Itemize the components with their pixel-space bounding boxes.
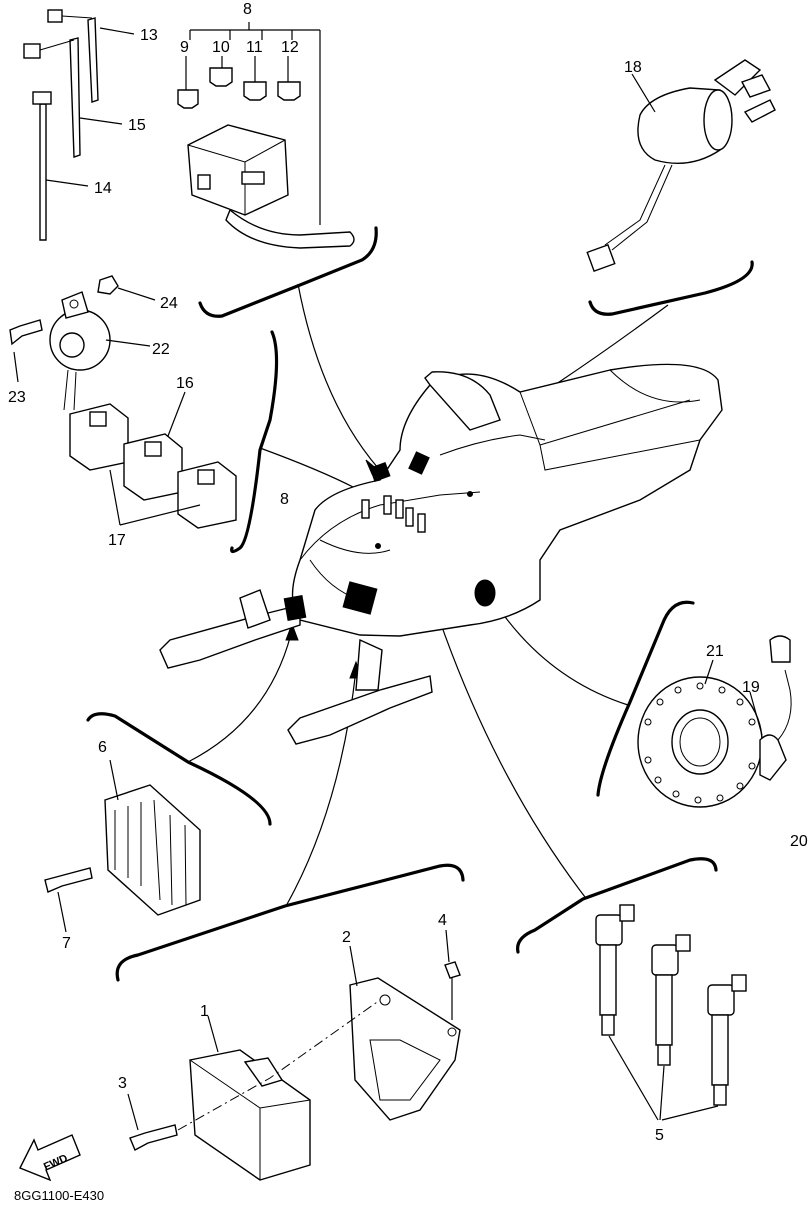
label-15: 15 (128, 117, 146, 134)
fuse-11 (243, 81, 267, 101)
label-5: 5 (655, 1127, 664, 1144)
fuse-9 (177, 89, 199, 109)
group-frames (86, 226, 754, 982)
label-17: 17 (108, 532, 126, 549)
callout-numbers: 8 9 10 11 12 13 15 14 18 24 22 23 16 17 … (8, 1, 808, 1144)
leader-pickup-to-vehicle (499, 609, 629, 706)
right-ski (287, 675, 433, 745)
label-4: 4 (438, 912, 447, 929)
bolt-23 (9, 319, 43, 346)
leader-relay-to-vehicle (259, 447, 356, 489)
label-23: 23 (8, 389, 26, 406)
fwd-arrow: FWD (19, 1134, 81, 1182)
fuse-box (187, 124, 289, 216)
label-7: 7 (62, 935, 71, 952)
cdi-assy (127, 929, 461, 1181)
fuse-harness (225, 208, 355, 249)
connector-rectifier (283, 595, 307, 621)
main-switch-assy (586, 59, 776, 273)
label-8-top: 8 (243, 1, 252, 18)
cdi-unit-1 (189, 1049, 311, 1181)
frame-fuse-group (198, 226, 378, 318)
label-3: 3 (118, 1075, 127, 1092)
band-parts (23, 9, 135, 241)
relay-assy (69, 391, 237, 529)
drawing-code: 8GG1100-E430 (14, 1188, 104, 1203)
band-15 (69, 37, 81, 158)
arrow-head (285, 622, 299, 641)
label-1: 1 (200, 1003, 209, 1020)
bolt-7 (44, 867, 93, 893)
frame-plug-caps (516, 857, 718, 954)
seat-side (539, 439, 701, 471)
harness-branch-2 (319, 539, 391, 554)
label-22: 22 (152, 341, 170, 358)
frame-coil-relay (230, 330, 279, 554)
label-14: 14 (94, 180, 112, 197)
fuses-on-vehicle (361, 495, 426, 533)
band-13 (87, 17, 99, 103)
seat-top (609, 369, 701, 403)
label-11: 11 (246, 39, 263, 56)
bracket-2 (349, 977, 461, 1121)
coil-assy (9, 275, 156, 411)
connector-pickup (474, 579, 496, 607)
label-12: 12 (281, 39, 299, 56)
leader-rectifier-to-vehicle (187, 629, 293, 763)
rectifier-assy (44, 759, 201, 933)
label-16: 16 (176, 375, 194, 392)
body-shell (291, 363, 723, 637)
plug-cap-b (651, 934, 691, 1066)
band-14 (39, 103, 47, 241)
rotor-holes (644, 682, 756, 804)
pickup-assy (637, 635, 792, 808)
band-13-head (47, 9, 63, 23)
label-21: 21 (706, 643, 724, 660)
connector-fuse-box (369, 462, 391, 482)
switch-coupler (586, 243, 616, 273)
label-24: 24 (160, 295, 178, 312)
label-20: 20 (790, 833, 808, 850)
nut-24 (97, 275, 119, 295)
right-spindle (355, 638, 383, 691)
fuse-box-assy (177, 22, 355, 249)
fuse-10 (209, 67, 233, 87)
plug-cap-assy (595, 904, 747, 1121)
frame-cdi (115, 863, 465, 982)
left-spindle (239, 589, 271, 629)
label-18: 18 (624, 59, 642, 76)
relay-3 (177, 461, 237, 529)
key-1 (713, 59, 762, 96)
label-2: 2 (342, 929, 351, 946)
label-19: 19 (742, 679, 760, 696)
screw-4 (444, 961, 461, 979)
plug-cap-c (707, 974, 747, 1106)
label-6: 6 (98, 739, 107, 756)
label-8-mid: 8 (280, 491, 289, 508)
snowmobile-outline (159, 363, 723, 745)
frame-pickup (596, 600, 695, 797)
label-13: 13 (140, 27, 158, 44)
band-14-head (32, 91, 52, 105)
plug-cap-a (595, 904, 635, 1036)
bolt-3 (129, 1124, 178, 1151)
main-switch-body (637, 87, 721, 165)
harness-main (299, 491, 481, 561)
connector-switch (408, 451, 430, 475)
harness-to-switch (439, 434, 546, 456)
frame-main-switch (588, 260, 754, 316)
band-15-head (23, 43, 41, 59)
pickup-coil-19 (759, 734, 787, 781)
key-2 (743, 99, 776, 123)
leader-fuse-to-vehicle (297, 283, 379, 469)
left-ski (159, 604, 301, 669)
windshield (424, 371, 501, 431)
label-10: 10 (212, 39, 230, 56)
fuse-12 (277, 81, 301, 101)
connector-cdi (342, 581, 378, 615)
rectifier-body (104, 784, 201, 916)
label-9: 9 (180, 39, 189, 56)
